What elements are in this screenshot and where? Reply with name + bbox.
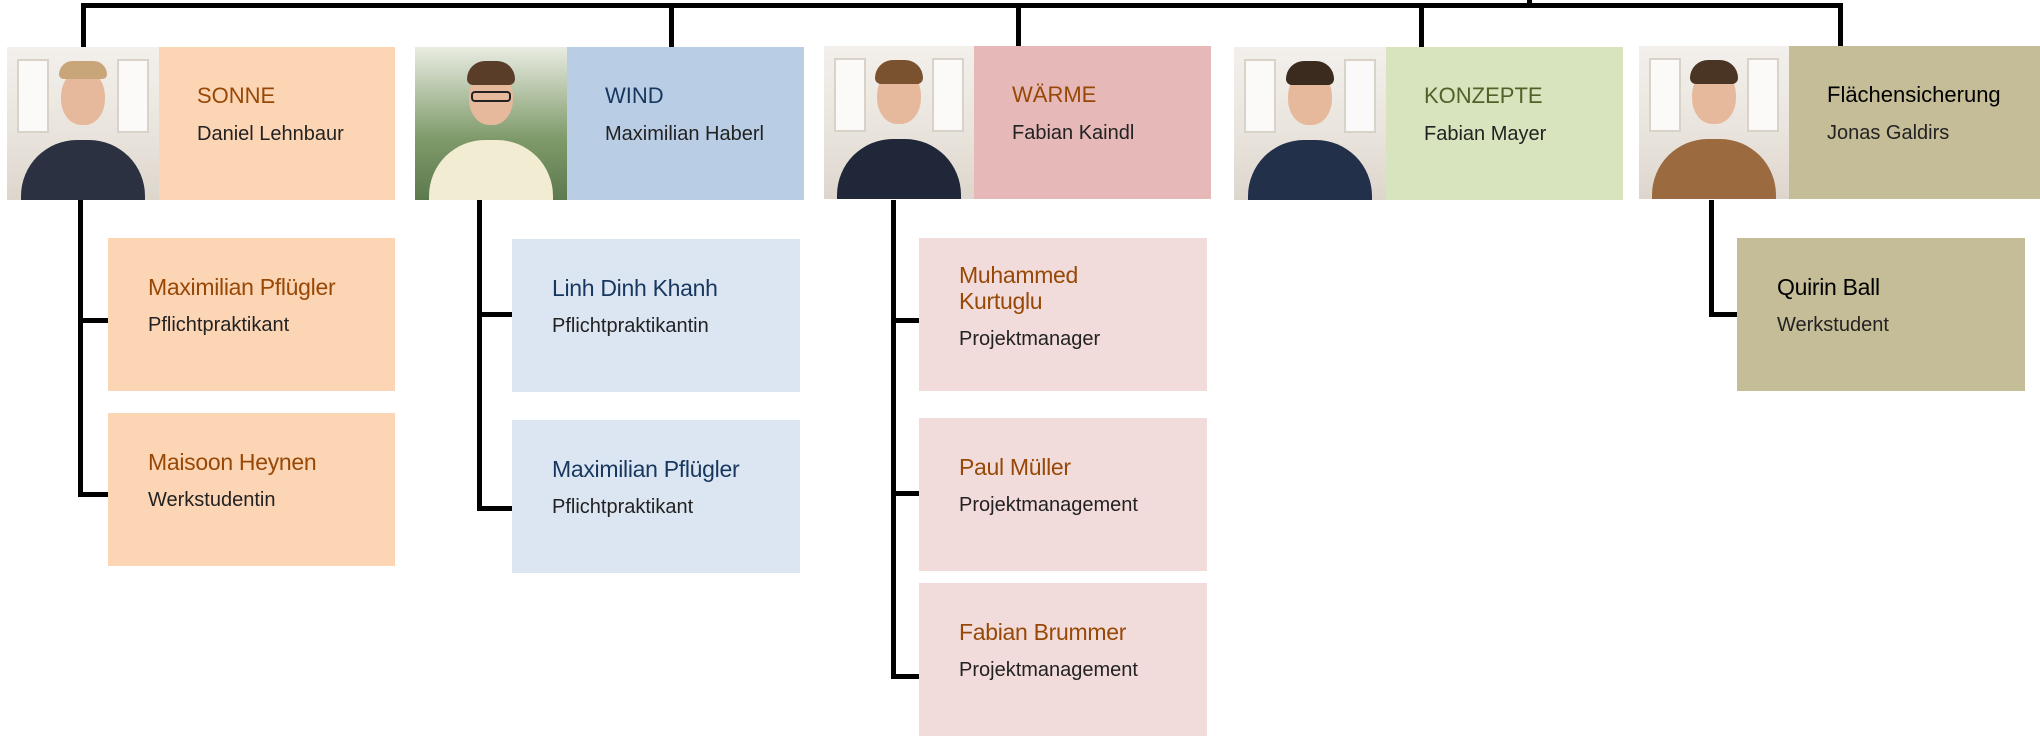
member-role: Pflichtpraktikantin [552, 315, 709, 337]
member-role: Projektmanagement [959, 494, 1138, 516]
member-trunk-wind [477, 200, 482, 511]
member-card-waerme-1: Muhammed Kurtuglu Projektmanager [919, 238, 1207, 391]
team-header-waerme: WÄRME Fabian Kaindl [974, 46, 1211, 199]
team-lead-photo-waerme [824, 46, 974, 199]
team-lead-name: Fabian Kaindl [1012, 122, 1135, 144]
team-lead-name: Jonas Galdirs [1827, 122, 1950, 144]
member-branch-waerme-2 [891, 491, 919, 496]
member-role: Pflichtpraktikant [148, 314, 290, 336]
team-lead-name: Daniel Lehnbaur [197, 123, 344, 145]
team-name: WÄRME [1012, 82, 1097, 107]
member-trunk-sonne [78, 200, 83, 497]
member-branch-waerme-1 [891, 318, 919, 323]
team-header-wind: WIND Maximilian Haberl [567, 47, 804, 200]
member-branch-wind-2 [477, 506, 512, 511]
drop-connector-konzepte [1419, 3, 1424, 47]
team-name: Flächensicherung [1827, 82, 2001, 107]
team-header-sonne: SONNE Daniel Lehnbaur [159, 47, 395, 200]
member-role: Werkstudentin [148, 489, 276, 511]
team-name: SONNE [197, 83, 276, 108]
member-trunk-waerme [891, 200, 896, 679]
member-name: Maximilian Pflügler [552, 456, 740, 482]
root-connector-stub [1527, 0, 1532, 6]
member-name: Muhammed Kurtuglu [959, 262, 1079, 314]
member-card-flaechensicherung-1: Quirin Ball Werkstudent [1737, 238, 2025, 391]
member-name: Maximilian Pflügler [148, 274, 336, 300]
member-card-sonne-1: Maximilian Pflügler Pflichtpraktikant [108, 238, 395, 391]
member-branch-wind-1 [477, 312, 512, 317]
drop-connector-sonne [81, 3, 86, 47]
member-branch-flaechensicherung-1 [1709, 312, 1737, 317]
team-lead-name: Maximilian Haberl [605, 123, 764, 145]
team-lead-photo-flaechensicherung [1639, 46, 1789, 199]
member-trunk-flaechensicherung [1709, 200, 1714, 317]
member-branch-sonne-1 [78, 318, 108, 323]
member-name: Fabian Brummer [959, 619, 1127, 645]
member-branch-sonne-2 [78, 492, 108, 497]
team-name: KONZEPTE [1424, 83, 1543, 108]
member-role: Projektmanager [959, 328, 1101, 350]
drop-connector-wind [669, 3, 674, 47]
drop-connector-flaechensicherung [1838, 3, 1843, 47]
team-header-flaechensicherung: Flächensicherung Jonas Galdirs [1789, 46, 2040, 199]
member-name: Paul Müller [959, 454, 1071, 480]
top-connector-bar [81, 3, 1843, 8]
team-header-konzepte: KONZEPTE Fabian Mayer [1386, 47, 1623, 200]
team-lead-photo-wind [415, 47, 567, 200]
member-card-waerme-3: Fabian Brummer Projektmanagement [919, 583, 1207, 736]
member-name: Linh Dinh Khanh [552, 275, 718, 301]
member-card-waerme-2: Paul Müller Projektmanagement [919, 418, 1207, 571]
member-role: Werkstudent [1777, 314, 1889, 336]
member-role: Pflichtpraktikant [552, 496, 694, 518]
team-lead-name: Fabian Mayer [1424, 123, 1547, 145]
member-card-sonne-2: Maisoon Heynen Werkstudentin [108, 413, 395, 566]
member-name: Maisoon Heynen [148, 449, 317, 475]
team-lead-photo-sonne [7, 47, 159, 200]
team-name: WIND [605, 83, 664, 108]
drop-connector-waerme [1016, 3, 1021, 47]
member-role: Projektmanagement [959, 659, 1138, 681]
member-branch-waerme-3 [891, 674, 919, 679]
member-name: Quirin Ball [1777, 274, 1880, 300]
team-lead-photo-konzepte [1234, 47, 1386, 200]
member-card-wind-2: Maximilian Pflügler Pflichtpraktikant [512, 420, 800, 573]
member-card-wind-1: Linh Dinh Khanh Pflichtpraktikantin [512, 239, 800, 392]
